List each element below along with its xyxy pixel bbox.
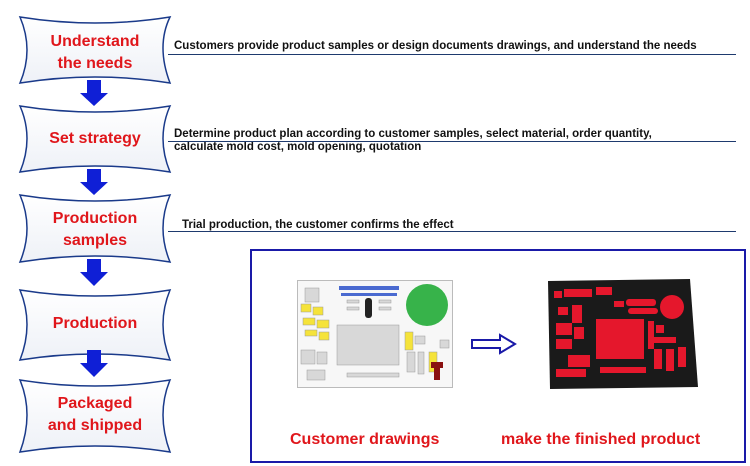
step-description-2: Determine product plan according to cust… — [174, 128, 652, 153]
right-caption: make the finished product — [501, 431, 701, 448]
divider-line — [168, 231, 736, 232]
step-box-5 — [18, 379, 172, 453]
down-arrow-icon — [80, 350, 108, 377]
finished-product-image — [544, 275, 702, 393]
step-label-shipped: Packaged and shipped — [47, 395, 143, 434]
customer-drawing-image — [297, 280, 453, 388]
divider-line — [168, 141, 736, 142]
left-caption: Customer drawings — [290, 431, 440, 448]
down-arrow-icon — [80, 169, 108, 195]
step-description-3: Trial production, the customer confirms … — [182, 219, 454, 231]
step-box-4 — [18, 289, 172, 361]
step-label-samples: Production samples — [52, 210, 138, 249]
right-arrow-icon — [471, 333, 517, 355]
down-arrow-icon — [80, 259, 108, 286]
step-description-1: Customers provide product samples or des… — [174, 40, 697, 52]
step-label-production: Production — [52, 315, 138, 332]
step-label-strategy: Set strategy — [49, 130, 141, 147]
divider-line — [168, 54, 736, 55]
step-box-2 — [18, 105, 172, 173]
step-box-1 — [18, 16, 172, 84]
step-box-3 — [18, 194, 172, 263]
down-arrow-icon — [80, 80, 108, 106]
step-label-understand: Understand the needs — [50, 33, 140, 72]
example-panel: Customer drawings make the finished prod… — [250, 249, 746, 463]
